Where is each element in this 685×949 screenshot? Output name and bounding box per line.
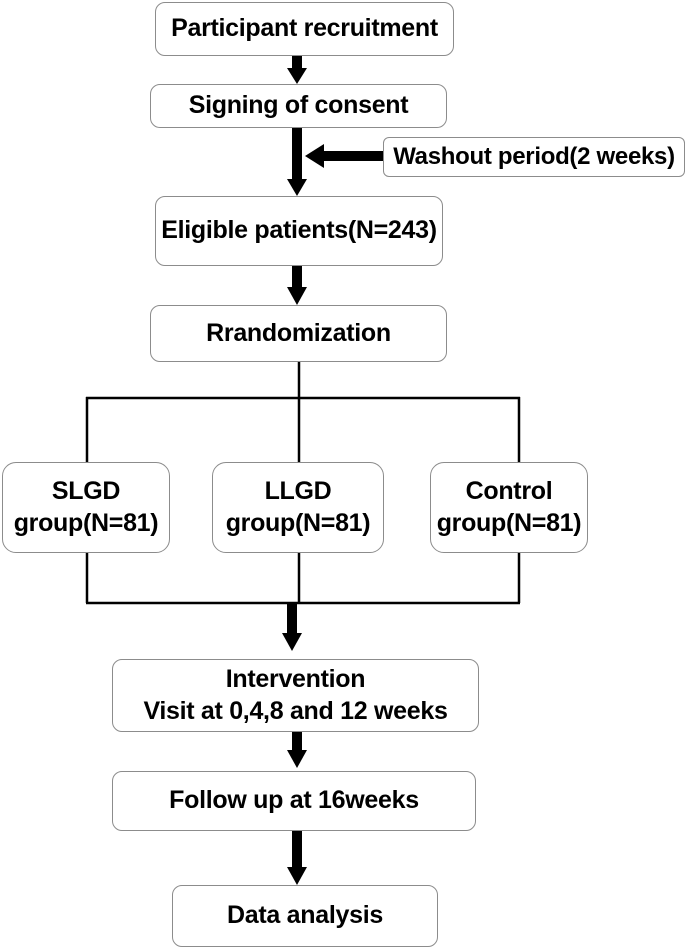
arrow-followup-to-analysis xyxy=(287,831,307,885)
branch-split-lines xyxy=(85,362,521,462)
box-llgd-group: LLGD group(N=81) xyxy=(212,462,384,553)
box-eligible-patients-label: Eligible patients(N=243) xyxy=(161,216,437,245)
box-randomization: Rrandomization xyxy=(150,305,447,362)
box-slgd-group-line2: group(N=81) xyxy=(13,508,159,537)
arrow-intervention-to-followup xyxy=(287,732,307,768)
arrow-eligible-to-randomization xyxy=(287,266,307,305)
box-follow-up: Follow up at 16weeks xyxy=(112,771,476,831)
box-control-group-line1: Control xyxy=(465,477,553,506)
box-data-analysis: Data analysis xyxy=(172,885,438,947)
box-llgd-group-line1: LLGD xyxy=(264,477,332,506)
box-slgd-group-line1: SLGD xyxy=(51,477,121,506)
box-slgd-group: SLGD group(N=81) xyxy=(2,462,170,553)
arrow-recruitment-to-consent xyxy=(287,56,307,84)
box-signing-of-consent-label: Signing of consent xyxy=(188,91,409,120)
branch-merge-lines xyxy=(85,553,521,605)
box-washout-period-label: Washout period(2 weeks) xyxy=(393,143,675,170)
box-control-group-line2: group(N=81) xyxy=(436,508,582,537)
arrow-consent-to-eligible xyxy=(287,128,307,196)
box-llgd-group-line2: group(N=81) xyxy=(225,508,371,537)
box-participant-recruitment: Participant recruitment xyxy=(155,2,454,56)
box-follow-up-label: Follow up at 16weeks xyxy=(169,786,419,815)
box-control-group: Control group(N=81) xyxy=(430,462,588,553)
box-signing-of-consent: Signing of consent xyxy=(150,84,447,128)
box-data-analysis-label: Data analysis xyxy=(227,901,383,930)
box-randomization-label: Rrandomization xyxy=(206,318,391,347)
box-intervention-line1: Intervention xyxy=(225,665,366,694)
arrow-washout-to-main xyxy=(305,144,384,168)
box-washout-period: Washout period(2 weeks) xyxy=(383,137,685,177)
arrow-merge-to-intervention xyxy=(282,603,302,651)
box-eligible-patients: Eligible patients(N=243) xyxy=(155,196,443,266)
box-participant-recruitment-label: Participant recruitment xyxy=(171,14,438,43)
box-intervention-line2: Visit at 0,4,8 and 12 weeks xyxy=(143,696,448,725)
box-intervention: Intervention Visit at 0,4,8 and 12 weeks xyxy=(112,659,479,732)
